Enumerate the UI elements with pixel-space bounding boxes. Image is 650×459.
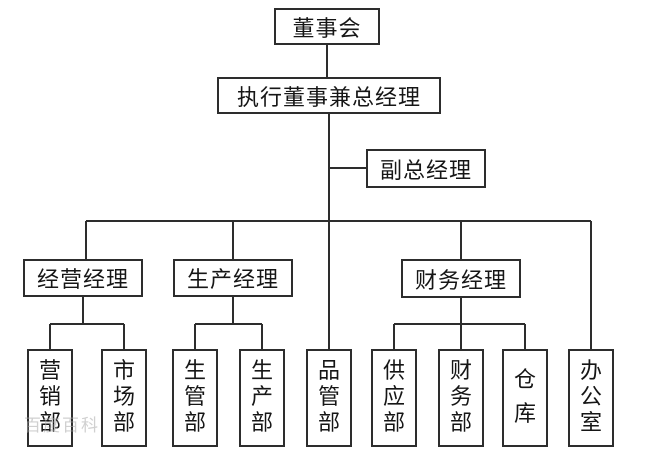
connector-level3-bus [85, 220, 592, 349]
connector-manager1-children [49, 297, 125, 349]
node-dept-supply: 供应部 [371, 349, 417, 447]
node-finance-manager: 财务经理 [401, 259, 521, 298]
node-dept-warehouse: 仓库 [502, 349, 548, 447]
node-dept-market: 市场部 [101, 349, 147, 447]
connector-manager2-children [194, 297, 263, 349]
node-dept-production: 生产部 [239, 349, 285, 447]
node-dept-production-control: 生管部 [172, 349, 218, 447]
node-dept-office: 办公室 [568, 349, 614, 447]
node-dept-finance: 财务部 [438, 349, 484, 447]
connector-manager3-children [393, 298, 526, 349]
node-dept-quality-control: 品管部 [306, 349, 352, 447]
node-operations-manager: 经营经理 [23, 259, 143, 297]
node-executive-director-general-manager: 执行董事兼总经理 [217, 77, 441, 114]
node-production-manager: 生产经理 [173, 259, 293, 297]
node-board: 董事会 [274, 8, 380, 45]
node-dept-marketing: 营销部 [27, 349, 73, 447]
node-deputy-general-manager: 副总经理 [366, 149, 486, 188]
